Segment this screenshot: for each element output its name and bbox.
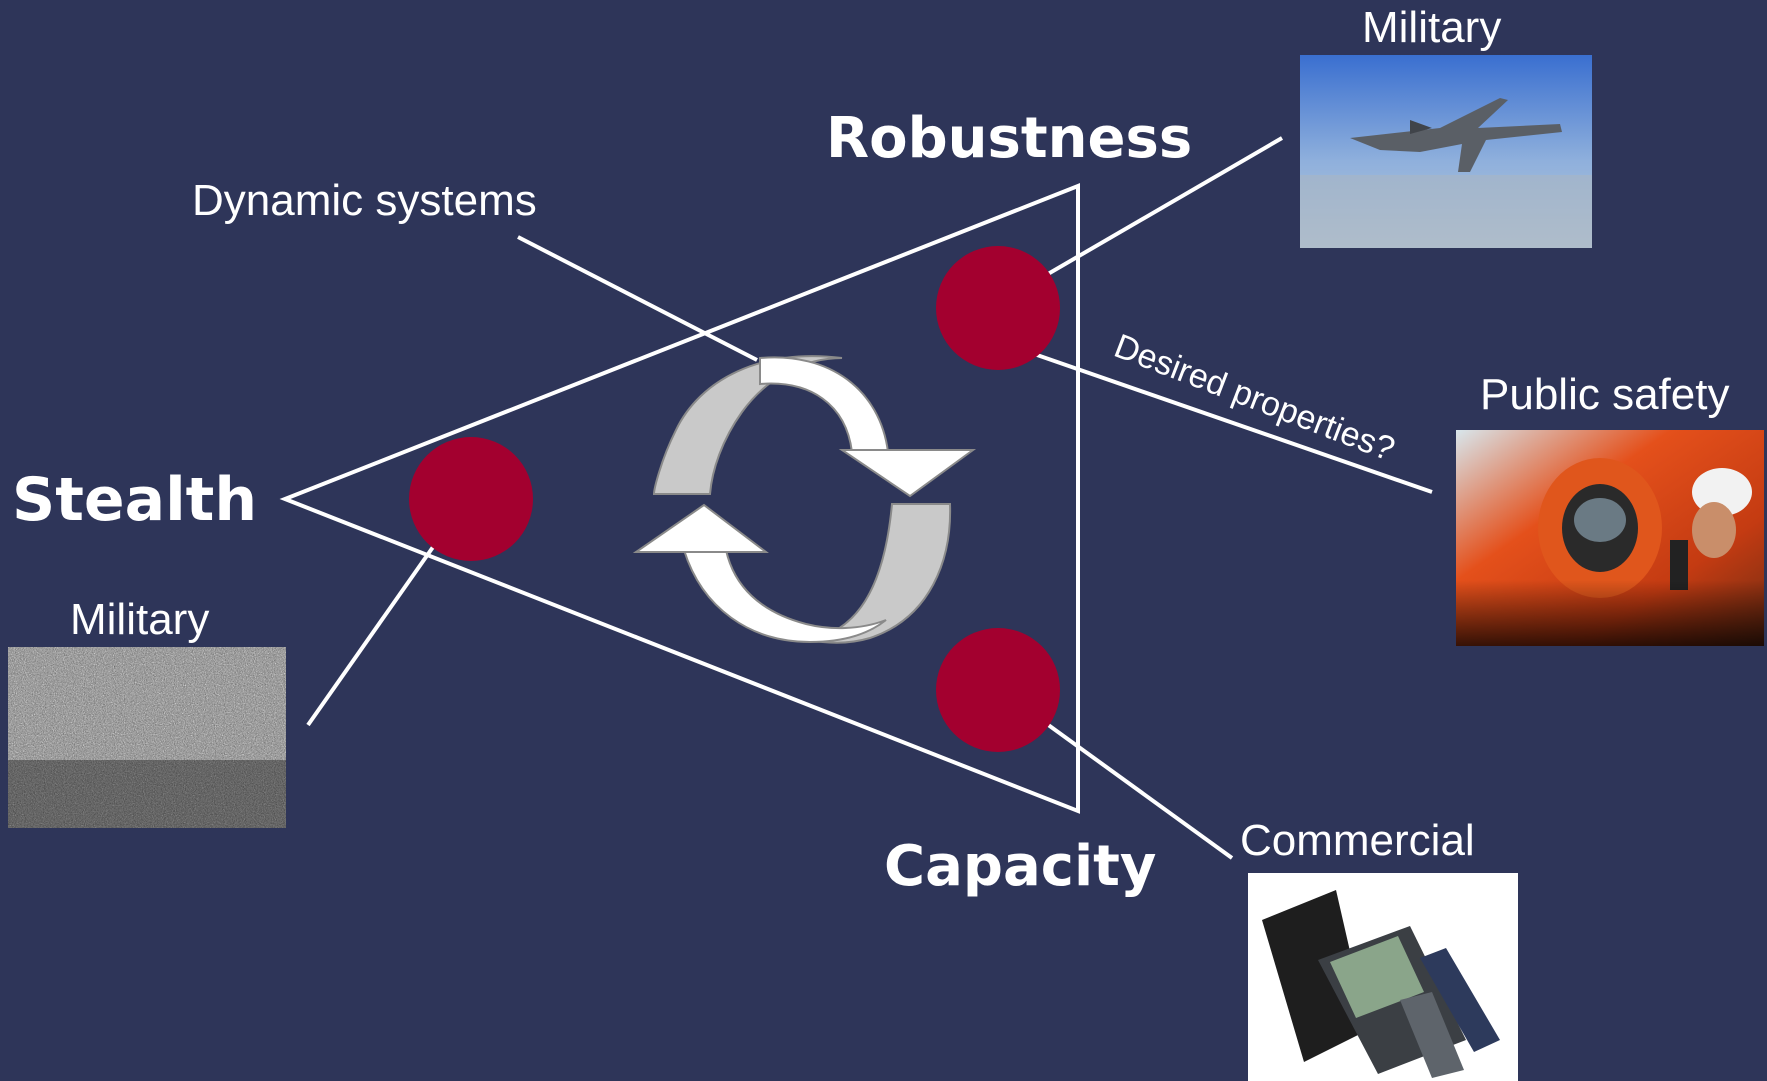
triangle-outline xyxy=(279,183,1080,814)
connector-robustness-public-safety xyxy=(1013,345,1433,494)
node-robustness xyxy=(936,246,1060,370)
label-military-top: Military xyxy=(1362,3,1501,52)
military-jet-image xyxy=(1300,55,1592,248)
label-public-safety: Public safety xyxy=(1480,370,1729,419)
label-commercial: Commercial xyxy=(1240,816,1475,865)
commercial-devices-image xyxy=(1248,873,1518,1081)
cycle-arrows-icon xyxy=(632,355,977,644)
node-capacity xyxy=(936,628,1060,752)
stealth-military-image xyxy=(8,647,286,828)
vertex-label-capacity: Capacity xyxy=(884,834,1156,899)
public-safety-image xyxy=(1456,430,1764,646)
node-stealth xyxy=(409,437,533,561)
label-dynamic-systems: Dynamic systems xyxy=(192,176,537,225)
label-desired-properties: Desired properties? xyxy=(1109,327,1400,469)
connector-dynamic-systems xyxy=(517,235,758,362)
label-military-left: Military xyxy=(70,595,209,644)
vertex-label-robustness: Robustness xyxy=(826,106,1192,171)
vertex-label-stealth: Stealth xyxy=(12,465,257,535)
